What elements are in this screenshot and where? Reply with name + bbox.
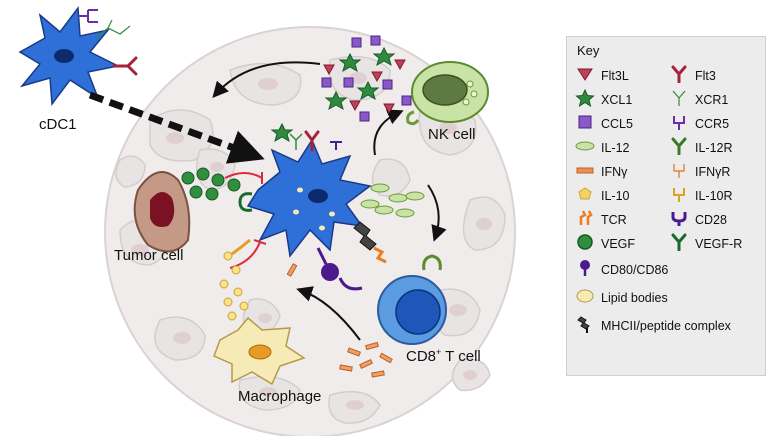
key-item-label: VEGF-R	[695, 236, 743, 251]
y-receptor-icon	[669, 65, 689, 86]
triangle-icon	[575, 65, 595, 86]
key-item-label: IFNγ	[601, 164, 628, 179]
key-item-label: TCR	[601, 212, 627, 227]
key-item-tcr: TCR	[575, 209, 627, 230]
key-item-ifn-r: IFNγR	[669, 161, 730, 182]
mhcii-tcr-synapse	[353, 221, 387, 264]
key-item-label: XCR1	[695, 92, 729, 107]
key-item-label: IL-12	[601, 140, 630, 155]
key-item-vegf-r: VEGF-R	[669, 233, 742, 254]
cdc1-cell	[18, 5, 138, 107]
key-item-vegf: VEGF	[575, 233, 635, 254]
key-item-label: MHCII/peptide complex	[601, 318, 731, 333]
key-item-label: IL-12R	[695, 140, 733, 155]
key-item-ifn-: IFNγ	[575, 161, 627, 182]
key-item-label: XCL1	[601, 92, 633, 107]
key-item-label: CCL5	[601, 116, 633, 131]
y-receptor-icon	[669, 137, 689, 158]
key-item-il-12: IL-12	[575, 137, 630, 158]
il10-receptor	[231, 238, 251, 256]
interaction-arrows	[212, 61, 447, 341]
key-item-label: IFNγR	[695, 164, 731, 179]
key-item-xcl1: XCL1	[575, 88, 633, 110]
circle-icon	[575, 233, 595, 254]
cd80-cd28-pair	[316, 247, 363, 291]
key-item-flt3l: Flt3L	[575, 65, 629, 86]
key-item-label: CD80/CD86	[601, 262, 669, 277]
key-title: Key	[577, 43, 600, 58]
key-item-ccr5: CCR5	[669, 113, 729, 134]
mhc-icon	[575, 315, 595, 336]
key-item-ccl5: CCL5	[575, 113, 633, 134]
key-item-label: IL-10R	[695, 188, 733, 203]
key-item-xcr1: XCR1	[669, 89, 728, 110]
key-item-lipid-bodies: Lipid bodies	[575, 287, 668, 308]
oval-icon	[575, 287, 595, 308]
y-receptor-icon	[669, 233, 689, 254]
central-dendritic-cell	[238, 130, 372, 258]
nk-cell	[406, 61, 489, 126]
key-item-label: CCR5	[695, 116, 730, 131]
key-item-label: Lipid bodies	[601, 290, 668, 305]
key-item-cd80-cd86: CD80/CD86	[575, 259, 668, 280]
nk-cell-label: NK cell	[428, 126, 476, 143]
key-item-il-10r: IL-10R	[669, 185, 733, 206]
il10-particles	[219, 251, 249, 321]
key-item-flt3: Flt3	[669, 65, 716, 86]
key-item-mhcii-peptide-complex: MHCII/peptide complex	[575, 315, 731, 336]
fork-icon	[669, 113, 689, 134]
cdc1-label: cDC1	[39, 116, 77, 133]
square-icon	[575, 113, 595, 134]
lollipop-icon	[575, 259, 595, 280]
key-item-label: Flt3L	[601, 68, 629, 83]
key-item-cd28: CD28	[669, 209, 727, 230]
ellipse-icon	[575, 137, 595, 158]
chemokine-cluster	[270, 35, 412, 143]
u-receptor-icon	[669, 209, 689, 230]
fork-icon	[669, 185, 689, 206]
star-icon	[575, 88, 595, 110]
tcr-icon	[575, 209, 595, 230]
thin-fork-icon	[669, 161, 689, 182]
tumor-cell-label: Tumor cell	[114, 247, 184, 264]
bar-icon	[575, 161, 595, 182]
vegf-particles	[181, 167, 241, 201]
cd8-t-cell-label: CD8+ T cell	[406, 347, 481, 365]
il12-particles	[360, 183, 425, 218]
key-item-il-10: IL-10	[575, 185, 630, 206]
migration-arrow	[88, 91, 265, 164]
key-item-label: IL-10	[601, 188, 630, 203]
key-item-il-12r: IL-12R	[669, 137, 733, 158]
key-item-label: Flt3	[695, 68, 716, 83]
cd8-t-cell	[377, 254, 447, 345]
tumor-cell	[133, 171, 191, 253]
macrophage	[213, 316, 306, 386]
thin-y-icon	[669, 89, 689, 110]
ifng-particles	[286, 263, 393, 378]
macrophage-label: Macrophage	[238, 388, 322, 405]
key-item-label: CD28	[695, 212, 727, 227]
key-item-label: VEGF	[601, 236, 636, 251]
pentagon-icon	[575, 185, 595, 206]
